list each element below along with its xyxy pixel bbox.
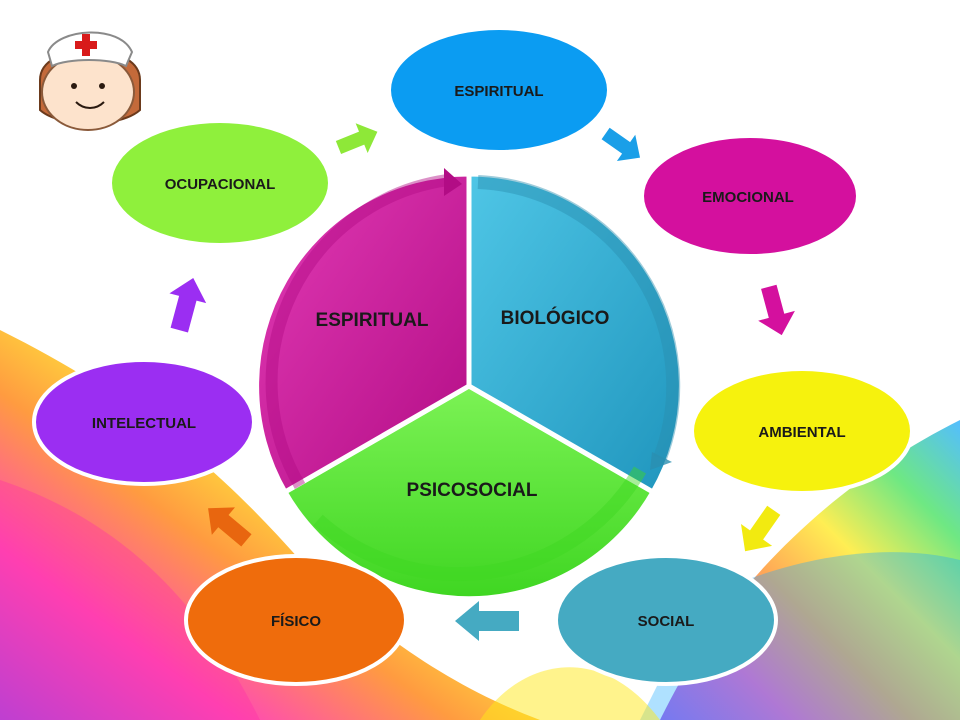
- node-social: [554, 554, 778, 686]
- node-ocupacional: [108, 119, 332, 247]
- nurse-mascot-icon: [39, 31, 141, 131]
- center-segment-espiritual: [254, 171, 472, 496]
- node-label-ambiental: AMBIENTAL: [758, 424, 845, 441]
- arrow-ambiental-to-social: [740, 505, 781, 552]
- arrow-intelectual-to-ocupacional: [169, 277, 207, 333]
- center-label-biologico: BIOLÓGICO: [501, 307, 610, 329]
- arrow-emocional-to-ambiental: [758, 284, 795, 336]
- arrow-ocupacional-to-espiritual: [335, 123, 378, 154]
- center-circle: [254, 168, 684, 602]
- node-label-intelectual: INTELECTUAL: [92, 415, 196, 432]
- node-label-espiritual: ESPIRITUAL: [454, 83, 543, 100]
- arrow-social-to-fisico: [455, 601, 519, 641]
- node-label-emocional: EMOCIONAL: [702, 189, 794, 206]
- node-intelectual: [32, 358, 256, 486]
- arrows: [169, 123, 795, 641]
- node-label-social: SOCIAL: [638, 613, 695, 630]
- center-segment-biologico: [466, 171, 684, 496]
- center-label-psicosocial: PSICOSOCIAL: [407, 480, 538, 501]
- node-label-fisico: FÍSICO: [271, 613, 321, 630]
- node-ambiental: [690, 367, 914, 495]
- node-espiritual: [387, 26, 611, 154]
- arrow-espiritual-to-emocional: [601, 127, 641, 161]
- outer-nodes: [32, 26, 914, 686]
- node-label-ocupacional: OCUPACIONAL: [165, 176, 276, 193]
- arrow-fisico-to-intelectual: [208, 507, 252, 547]
- node-emocional: [640, 134, 860, 258]
- node-fisico: [184, 554, 408, 686]
- center-label-espiritual: ESPIRITUAL: [316, 310, 429, 331]
